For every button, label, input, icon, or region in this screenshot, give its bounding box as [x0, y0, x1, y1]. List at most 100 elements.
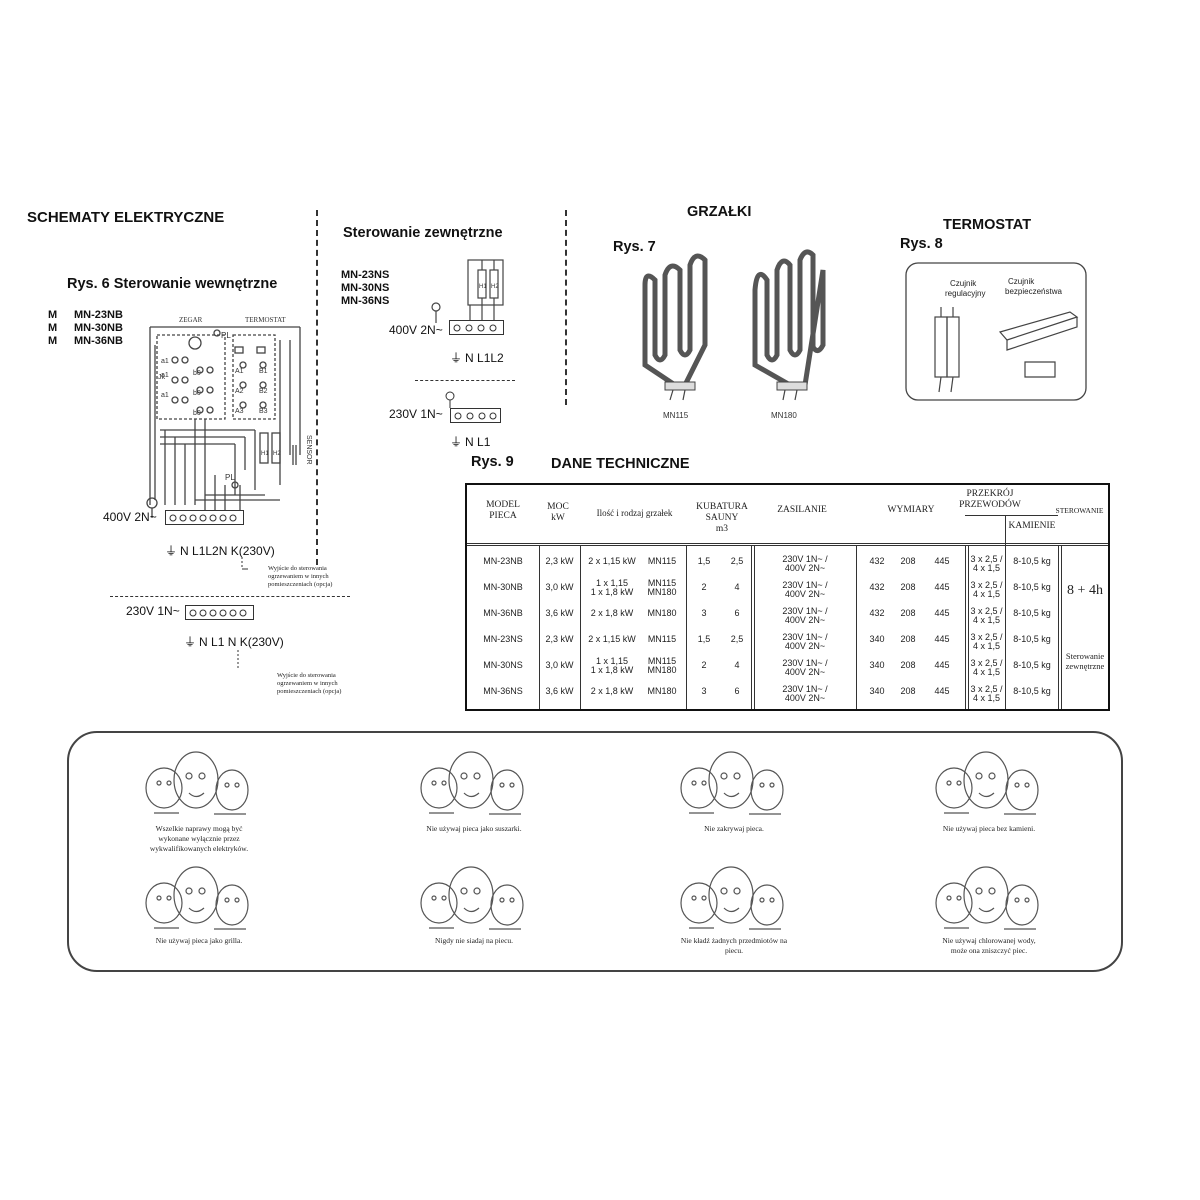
td-depth: 208	[900, 556, 916, 566]
svg-text:Jk: Jk	[158, 374, 166, 381]
td-type: MN115	[647, 578, 677, 588]
td-vmin: 3	[701, 686, 707, 696]
svg-text:bezpieczeństwa: bezpieczeństwa	[1005, 287, 1062, 296]
td-width: 432	[869, 608, 885, 618]
thermostat-illustration: Czujnik regulacyjny Czujnik bezpieczeńst…	[905, 262, 1087, 401]
td-vmin: 1,5	[697, 556, 711, 566]
external-supply-400: 400V 2N~	[389, 323, 443, 337]
td-supply: 400V 2N~	[784, 667, 826, 677]
svg-text:B1: B1	[259, 368, 268, 375]
td-count: 1 x 1,8 kW	[590, 587, 634, 597]
td-vmax: 6	[734, 608, 740, 618]
td-height: 445	[934, 634, 950, 644]
td-count: 2 x 1,15 kW	[588, 634, 636, 644]
fig6-terminal-block-400	[165, 510, 244, 525]
td-control-nb: 8 + 4h	[1067, 583, 1103, 598]
fig6-terminal-labels-400: ⏚N L1L2N K(230V)	[165, 543, 275, 559]
svg-text:B2: B2	[259, 388, 268, 395]
fig6-termostat-label: TERMOSTAT	[245, 316, 286, 324]
td-cable: 4 x 1,5	[972, 615, 1001, 625]
svg-text:b0: b0	[193, 410, 201, 417]
td-power: 2,3 kW	[545, 556, 574, 566]
td-vmin: 3	[701, 608, 707, 618]
fig6-terminal-labels-230: ⏚N L1 N K(230V)	[184, 634, 284, 650]
td-cable: 3 x 2,5 /	[970, 606, 1003, 616]
td-supply: 400V 2N~	[784, 589, 826, 599]
svg-text:H1: H1	[479, 284, 487, 290]
warning-caption: Nie używaj pieca jako grilla.	[155, 936, 243, 945]
td-supply: 230V 1N~ /	[782, 632, 828, 642]
ground-icon: ⏚	[184, 635, 197, 649]
td-count: 1 x 1,8 kW	[590, 665, 634, 675]
td-power: 3,0 kW	[545, 660, 574, 670]
td-depth: 208	[900, 634, 916, 644]
th-supply: ZASILANIE	[777, 505, 827, 515]
external-heater-diagram: H1 H2	[431, 259, 504, 323]
td-count: 2 x 1,15 kW	[588, 556, 636, 566]
td-count: 2 x 1,8 kW	[590, 608, 634, 618]
external-terminal-block-230	[445, 391, 501, 423]
svg-text:regulacyjny: regulacyjny	[945, 289, 985, 298]
fig7-label: Rys. 7	[613, 239, 656, 255]
td-vmax: 2,5	[730, 556, 744, 566]
fig6-supply-230: 230V 1N~	[126, 604, 180, 618]
td-cable: 3 x 2,5 /	[970, 632, 1003, 642]
td-type: MN115	[647, 656, 677, 666]
warning-illustration	[680, 751, 784, 815]
td-model: MN-23NB	[483, 556, 523, 566]
td-stones: 8-10,5 kg	[1013, 582, 1051, 592]
td-count: 1 x 1,15	[595, 578, 629, 588]
warning-illustration	[680, 866, 784, 930]
thermostat-heading: TERMOSTAT	[943, 217, 1032, 233]
fig6-terminal-block-230	[185, 605, 254, 620]
td-model: MN-36NS	[483, 686, 523, 696]
main-heading: SCHEMATY ELEKTRYCZNE	[27, 209, 225, 226]
fig6-heading: Rys. 6 Sterowanie wewnętrzne	[67, 276, 278, 292]
svg-text:B3: B3	[259, 408, 268, 415]
td-height: 445	[934, 608, 950, 618]
td-type: MN180	[647, 608, 677, 618]
td-supply: 230V 1N~ /	[782, 580, 828, 590]
svg-text:H2: H2	[491, 284, 499, 290]
divider-1	[316, 210, 318, 565]
td-type: MN115	[647, 634, 677, 644]
svg-text:A2: A2	[235, 388, 244, 395]
svg-text:a1: a1	[161, 372, 169, 379]
warning-caption: Nie używaj chlorowanej wody,może ona zni…	[942, 936, 1036, 955]
td-model: MN-30NS	[483, 660, 523, 670]
td-supply: 400V 2N~	[784, 693, 826, 703]
warning-illustration	[420, 866, 524, 930]
td-cable: 4 x 1,5	[972, 589, 1001, 599]
th-stones: KAMIENIE	[1008, 521, 1056, 531]
divider-ext	[415, 380, 515, 381]
tech-heading: DANE TECHNICZNE	[551, 456, 690, 472]
td-stones: 8-10,5 kg	[1013, 634, 1051, 644]
fig9-label: Rys. 9	[471, 454, 514, 470]
warning-illustration	[935, 751, 1039, 815]
td-supply: 400V 2N~	[784, 563, 826, 573]
td-power: 2,3 kW	[545, 634, 574, 644]
fig6-sensor-label: SENSOR	[305, 435, 312, 465]
td-depth: 208	[900, 686, 916, 696]
heater-label-left: MN115	[663, 411, 689, 420]
td-cable: 4 x 1,5	[972, 667, 1001, 677]
divider-2	[565, 210, 567, 405]
td-width: 432	[869, 556, 885, 566]
td-type: MN180	[647, 587, 677, 597]
fig6-supply-400: 400V 2N~	[103, 510, 157, 524]
td-depth: 208	[900, 608, 916, 618]
external-heading: Sterowanie zewnętrzne	[343, 225, 503, 241]
svg-text:Czujnik: Czujnik	[1008, 277, 1035, 286]
td-stones: 8-10,5 kg	[1013, 608, 1051, 618]
td-power: 3,6 kW	[545, 686, 574, 696]
td-model: MN-36NB	[483, 608, 523, 618]
td-vmin: 1,5	[697, 634, 711, 644]
